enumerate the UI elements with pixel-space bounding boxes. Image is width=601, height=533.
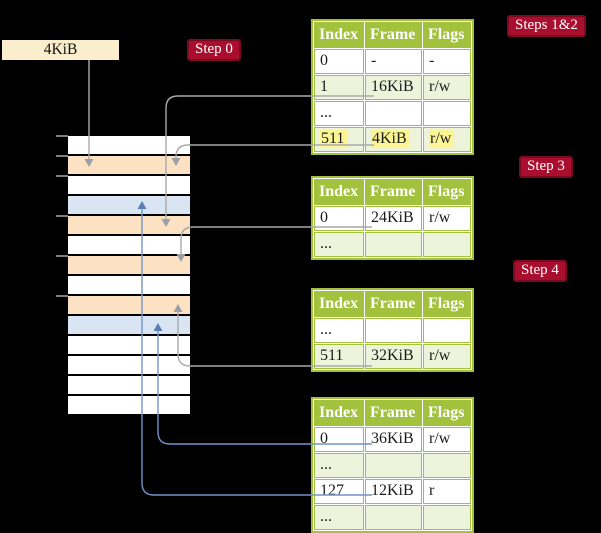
highlighted-value: 511	[320, 130, 348, 148]
table3-row-0: ...	[314, 318, 471, 343]
column-header-frame: Frame	[365, 179, 422, 205]
cell-frame	[365, 232, 422, 257]
cell-index: ...	[314, 101, 364, 126]
cell-frame: 36KiB	[365, 427, 422, 452]
memory-tick	[56, 295, 68, 297]
memory-tick	[56, 255, 68, 257]
table1-row-0: 0--	[314, 49, 471, 74]
cell-index: 1	[314, 75, 364, 100]
column-header-flags: Flags	[423, 400, 471, 426]
memory-row-6	[68, 256, 190, 276]
cell-flags: r/w	[423, 427, 471, 452]
memory-row-2	[68, 176, 190, 196]
cell-index: ...	[314, 232, 364, 257]
cell-frame: 24KiB	[365, 206, 422, 231]
cell-frame	[365, 318, 422, 343]
memory-row-11	[68, 356, 190, 376]
memory-tick	[56, 135, 68, 137]
cell-frame	[365, 101, 422, 126]
cell-frame: 12KiB	[365, 479, 422, 504]
cell-index: ...	[314, 318, 364, 343]
cr3-register-label: 4KiB	[43, 41, 78, 58]
cell-flags: -	[423, 49, 471, 74]
column-header-flags: Flags	[423, 22, 471, 48]
memory-row-4	[68, 216, 190, 236]
table1-row-2: ...	[314, 101, 471, 126]
cell-flags	[423, 505, 471, 530]
memory-tick	[56, 155, 68, 157]
column-header-flags: Flags	[423, 179, 471, 205]
memory-row-0	[68, 136, 190, 156]
column-header-frame: Frame	[365, 400, 422, 426]
table4-row-3: ...	[314, 505, 471, 530]
memory-row-13	[68, 396, 190, 416]
column-header-index: Index	[314, 179, 364, 205]
column-header-frame: Frame	[365, 22, 422, 48]
column-header-frame: Frame	[365, 291, 422, 317]
cell-frame	[365, 505, 422, 530]
memory-row-7	[68, 276, 190, 296]
cell-frame: -	[365, 49, 422, 74]
memory-row-3	[68, 196, 190, 216]
memory-row-5	[68, 236, 190, 256]
column-header-index: Index	[314, 22, 364, 48]
cell-flags: r/w	[423, 206, 471, 231]
column-header-index: Index	[314, 400, 364, 426]
cell-flags	[423, 101, 471, 126]
cell-flags	[423, 318, 471, 343]
memory-column	[68, 136, 190, 416]
cell-flags	[423, 232, 471, 257]
table1-row-3: 511 4KiB r/w	[314, 127, 471, 152]
cell-frame: 16KiB	[365, 75, 422, 100]
label-step-0: Step 0	[187, 39, 241, 61]
memory-row-9	[68, 316, 190, 336]
memory-row-8	[68, 296, 190, 316]
label-step-3: Step 3	[519, 156, 573, 178]
cell-index: 0	[314, 427, 364, 452]
cell-flags: r/w	[423, 344, 471, 369]
memory-tick	[56, 215, 68, 217]
memory-tick	[56, 175, 68, 177]
cell-index: 511	[314, 127, 364, 152]
cell-flags: r/w	[423, 127, 471, 152]
cell-flags	[423, 453, 471, 478]
cell-flags: r/w	[423, 75, 471, 100]
cell-index: 0	[314, 206, 364, 231]
cell-frame	[365, 453, 422, 478]
cell-index: 0	[314, 49, 364, 74]
cell-index: ...	[314, 505, 364, 530]
column-header-flags: Flags	[423, 291, 471, 317]
memory-row-12	[68, 376, 190, 396]
table4-row-1: ...	[314, 453, 471, 478]
highlighted-value: 4KiB	[371, 130, 410, 148]
column-header-index: Index	[314, 291, 364, 317]
cell-index: ...	[314, 453, 364, 478]
cell-index: 511	[314, 344, 364, 369]
cell-flags: r	[423, 479, 471, 504]
cell-frame: 4KiB	[365, 127, 422, 152]
label-steps-1-2: Steps 1&2	[507, 15, 586, 37]
cr3-register-box: 4KiB	[2, 40, 119, 60]
highlighted-value: r/w	[429, 130, 455, 148]
memory-row-1	[68, 156, 190, 176]
table2-row-1: ...	[314, 232, 471, 257]
memory-row-10	[68, 336, 190, 356]
label-step-4: Step 4	[513, 260, 567, 282]
cell-index: 127	[314, 479, 364, 504]
cell-frame: 32KiB	[365, 344, 422, 369]
